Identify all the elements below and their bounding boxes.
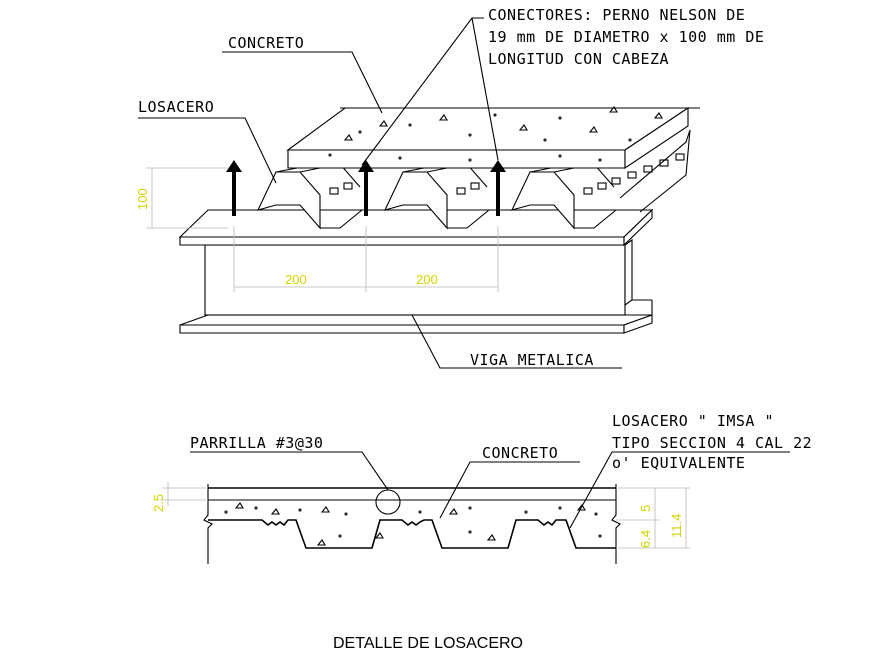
label-losacero-top: LOSACERO xyxy=(138,98,214,116)
label-losacero-spec-line3: o' EQUIVALENTE xyxy=(612,454,745,472)
section-view: 2.5 5 6.4 11.4 PARRILLA #3@30 CONCRETO L… xyxy=(151,412,812,564)
label-conectores-line1: CONECTORES: PERNO NELSON DE xyxy=(488,6,745,24)
dimension-200-spacing: 200 200 xyxy=(233,226,499,292)
deck-profile-section xyxy=(208,519,616,549)
dimension-100: 100 xyxy=(135,167,228,229)
dimension-right: 5 6.4 11.4 xyxy=(616,487,690,549)
isometric-view: 100 200 200 CONCRETO CONECTORES: PERNO N… xyxy=(135,6,764,369)
dim-5-text: 5 xyxy=(638,505,653,512)
beam-web xyxy=(204,238,653,316)
nelson-stud-connectors xyxy=(226,160,506,216)
label-parrilla: PARRILLA #3@30 xyxy=(190,434,323,452)
label-losacero-spec-line1: LOSACERO " IMSA " xyxy=(612,412,774,430)
beam-bottom-flange xyxy=(179,314,653,334)
dim-200-b-text: 200 xyxy=(416,272,438,287)
beam-top-flange xyxy=(178,208,654,247)
label-viga-metalica: VIGA METALICA xyxy=(470,351,594,369)
stud-1 xyxy=(226,160,242,216)
label-conectores-line3: LONGITUD CON CABEZA xyxy=(488,50,669,68)
dim-200-a-text: 200 xyxy=(285,272,307,287)
rebar-circle xyxy=(375,489,401,515)
section-aggregate-marks xyxy=(224,502,602,546)
dim-11-4-text: 11.4 xyxy=(669,514,684,538)
label-concreto-top: CONCRETO xyxy=(228,34,304,52)
dim-100-text: 100 xyxy=(135,188,150,210)
dim-6-4-text: 6.4 xyxy=(638,530,653,548)
concrete-slab-isometric xyxy=(286,106,700,170)
label-losacero-spec-line2: TIPO SECCION 4 CAL 22 xyxy=(612,434,812,452)
dim-2-5-text: 2.5 xyxy=(151,494,166,512)
leader-lines-top xyxy=(138,17,622,369)
stud-2 xyxy=(358,160,374,216)
concrete-aggregate-marks xyxy=(328,106,663,162)
label-concreto-bottom: CONCRETO xyxy=(482,444,558,462)
dimension-2-5: 2.5 xyxy=(151,482,208,512)
stud-3 xyxy=(490,160,506,216)
label-conectores-line2: 19 mm DE DIAMETRO x 100 mm DE xyxy=(488,28,764,46)
steel-deck-isometric xyxy=(256,129,691,230)
drawing-title: DETALLE DE LOSACERO xyxy=(333,635,523,652)
